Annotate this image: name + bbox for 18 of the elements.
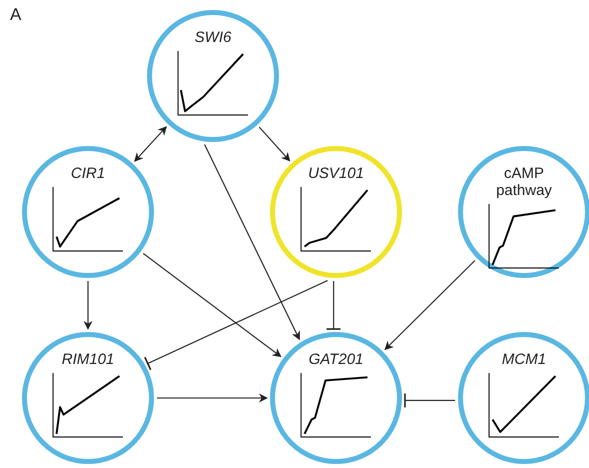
arrow [142, 252, 282, 358]
gene-name: cAMP pathway [495, 165, 553, 199]
arrow [258, 126, 290, 162]
gene-name: GAT201 [308, 351, 364, 368]
gene-name: CIR1 [70, 165, 106, 182]
arrow [204, 144, 300, 340]
arrow [384, 260, 476, 350]
inhibition-line [326, 280, 342, 330]
gene-name: MCM1 [500, 351, 548, 368]
gene-name: SWI6 [194, 29, 232, 46]
inhibition-line [144, 280, 328, 371]
panel-letter: A [10, 6, 22, 23]
inhibition-line [404, 392, 456, 408]
arrow [157, 394, 268, 402]
gene-name: USV101 [307, 165, 365, 182]
arrow [134, 126, 167, 162]
gene-name: RIM101 [60, 351, 116, 368]
arrow [84, 281, 92, 330]
